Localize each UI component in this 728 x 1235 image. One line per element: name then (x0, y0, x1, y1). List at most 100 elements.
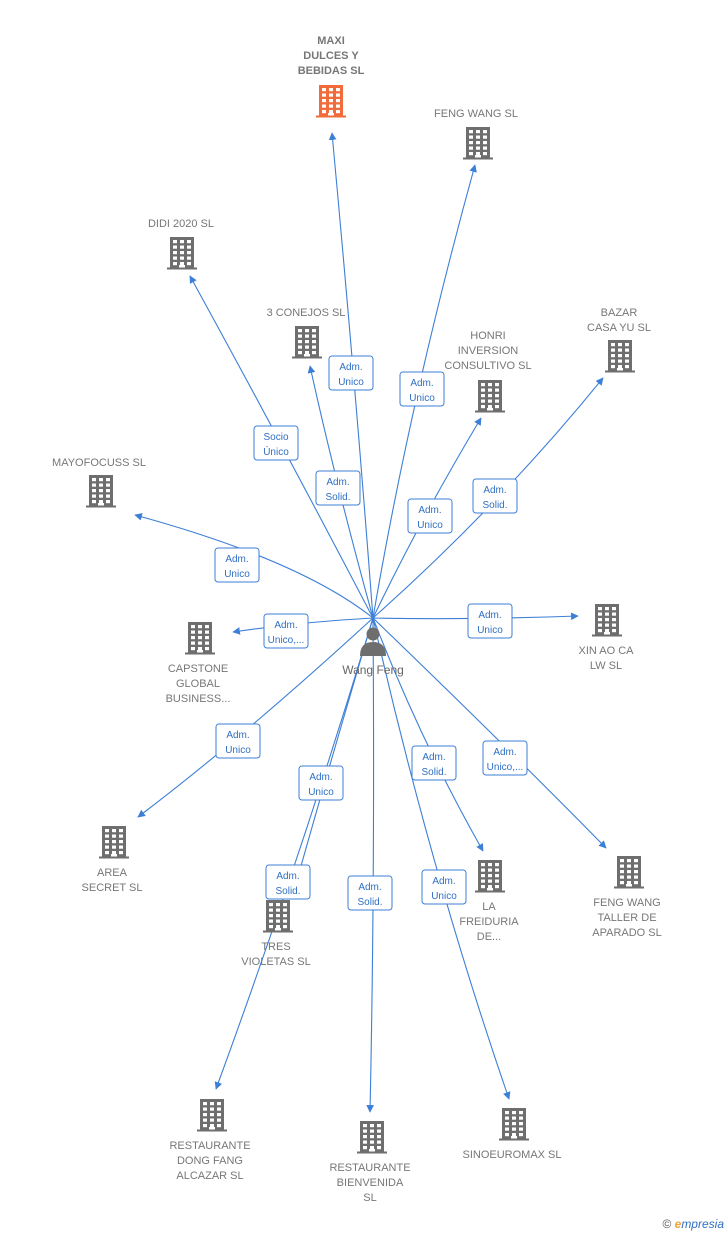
relation-label-box (315, 470, 361, 506)
person-node[interactable]: Wang Feng (342, 627, 404, 678)
relation-label-taller[interactable]: Adm. Unico,... (482, 740, 528, 776)
company-label: CAPSTONE (168, 663, 228, 675)
relation-label-box (215, 723, 261, 759)
company-label: GLOBAL (176, 678, 220, 690)
relation-edge-freiduria (372, 617, 484, 852)
company-node-conejos[interactable]: 3 CONEJOS SL (267, 307, 346, 359)
relation-label-text: Unico,... (487, 762, 524, 773)
building-icon (605, 340, 635, 373)
relation-label-tres[interactable]: Adm.Unico (298, 765, 344, 801)
company-node-sinoeuromax[interactable]: SINOEUROMAX SL (462, 1108, 562, 1161)
company-label: DONG FANG (177, 1155, 243, 1167)
relation-label-text: Unico (477, 625, 503, 636)
company-label: FENG WANG SL (434, 108, 518, 120)
relation-label-text: Adm. (358, 882, 381, 893)
relation-label-text: Unico (225, 745, 251, 756)
building-icon (475, 860, 505, 893)
relation-label-area[interactable]: Adm.Unico (215, 723, 261, 759)
relation-label-text: Adm. (276, 871, 299, 882)
company-node-mayofocuss[interactable]: MAYOFOCUSS SL (52, 457, 146, 508)
building-icon (614, 856, 644, 889)
relation-label-maxi[interactable]: Adm.Unico (328, 355, 374, 391)
relation-label-text: Solid. (275, 886, 300, 897)
company-label: ALCAZAR SL (176, 1170, 243, 1182)
relation-label-text: Adm. (493, 747, 516, 758)
relation-label-text: Unico (308, 787, 334, 798)
building-icon (463, 127, 493, 160)
relation-label-text: Adm. (422, 752, 445, 763)
relation-label-box (472, 478, 518, 514)
relation-label-fengwang[interactable]: Adm.Unico (399, 371, 445, 407)
relation-label-box (298, 765, 344, 801)
relation-edge-tres (292, 617, 374, 892)
relation-label-bazar[interactable]: Adm.Solid. (472, 478, 518, 514)
building-icon (316, 85, 346, 118)
company-node-capstone[interactable]: CAPSTONEGLOBALBUSINESS... (166, 622, 231, 705)
company-label: VIOLETAS SL (241, 956, 311, 968)
company-node-fengwang[interactable]: FENG WANG SL (434, 108, 518, 160)
building-icon (99, 826, 129, 859)
relation-label-text: Adm. (432, 876, 455, 887)
building-icon (263, 900, 293, 933)
relation-label-mayofocuss[interactable]: Adm.Unico (214, 547, 260, 583)
company-label: XIN AO CA (578, 645, 634, 657)
company-label: DULCES Y (303, 50, 359, 62)
building-icon (475, 380, 505, 413)
company-label: TRES (261, 941, 290, 953)
relation-label-box (411, 745, 457, 781)
relation-edge-bienvenida (366, 617, 375, 1113)
company-node-tres[interactable]: TRES VIOLETAS SL (241, 900, 311, 968)
building-icon (499, 1108, 529, 1141)
building-icon (292, 326, 322, 359)
building-icon (185, 622, 215, 655)
relation-label-xinao[interactable]: Adm.Unico (467, 603, 513, 639)
relation-label-text: Adm. (326, 477, 349, 488)
company-node-didi[interactable]: DIDI 2020 SL (148, 218, 214, 270)
relation-label-box (347, 875, 393, 911)
brand-footer: © empresia (662, 1217, 724, 1231)
relation-label-sinoeuromax[interactable]: Adm. Unico (421, 869, 467, 905)
company-node-freiduria[interactable]: LAFREIDURIADE... (459, 860, 519, 943)
copyright-symbol: © (662, 1217, 672, 1231)
company-label: CONSULTIVO SL (444, 360, 531, 372)
company-label: DE... (477, 931, 501, 943)
relation-label-box (328, 355, 374, 391)
relation-label-text: Unico (431, 891, 457, 902)
company-label: HONRI (470, 330, 505, 342)
relation-label-text: Unico (224, 569, 250, 580)
relation-label-bienvenida[interactable]: Adm.Solid. (347, 875, 393, 911)
relation-label-text: Adm. (410, 378, 433, 389)
company-label: DIDI 2020 SL (148, 218, 214, 230)
company-label: SECRET SL (82, 882, 143, 894)
relation-label-dongfang[interactable]: Adm. Solid. (265, 864, 311, 900)
relation-label-text: Unico (338, 377, 364, 388)
relation-label-text: Solid. (421, 767, 446, 778)
relation-label-capstone[interactable]: Adm.Unico,... (263, 613, 309, 649)
relation-label-text: Solid. (325, 492, 350, 503)
relation-label-freiduria[interactable]: Adm. Solid. (411, 745, 457, 781)
relation-label-box (482, 740, 528, 776)
relation-edge-dongfang (214, 617, 374, 1090)
relation-edge-sinoeuromax (372, 617, 511, 1100)
company-label: INVERSION (458, 345, 519, 357)
company-node-honri[interactable]: HONRI INVERSION CONSULTIVO SL (444, 330, 532, 413)
relation-label-text: Socio (263, 432, 288, 443)
relation-label-box (399, 371, 445, 407)
company-label: SINOEUROMAX SL (462, 1149, 561, 1161)
relation-label-text: Adm. (483, 485, 506, 496)
relation-label-conejos[interactable]: Adm. Solid. (315, 470, 361, 506)
company-label: CASA YU SL (587, 322, 651, 334)
building-icon (167, 237, 197, 270)
relation-label-honri[interactable]: Adm.Unico (407, 498, 453, 534)
building-icon (86, 475, 116, 508)
relation-label-text: Adm. (274, 620, 297, 631)
